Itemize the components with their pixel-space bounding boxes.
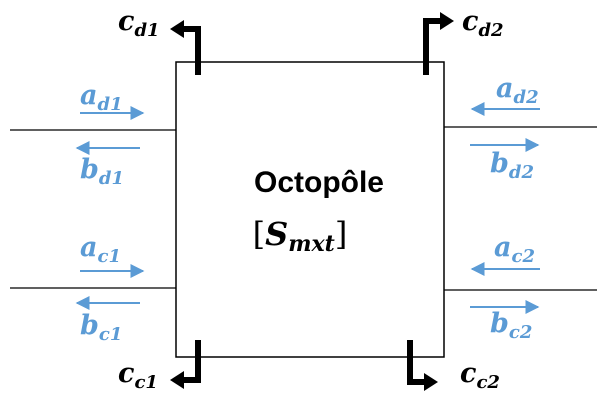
scattering-matrix: [Smxt] — [253, 215, 348, 257]
label-b-d1: bd1 — [80, 154, 124, 189]
label-b-c2: bc2 — [490, 308, 532, 343]
device-title: Octopôle — [254, 166, 384, 199]
label-b-d2: bd2 — [490, 148, 534, 183]
matrix-bracket-open: [ — [253, 215, 265, 253]
device-box — [175, 61, 445, 358]
label-a-d1: ad1 — [80, 80, 123, 115]
label-b-c1: bc1 — [80, 310, 122, 345]
label-a-c1: ac1 — [80, 232, 121, 267]
matrix-bracket-close: ] — [335, 215, 347, 253]
arrow-c-c2 — [407, 340, 438, 391]
label-a-c2: ac2 — [494, 232, 535, 267]
arrow-c-c1 — [170, 340, 201, 389]
arrow-c-d1 — [170, 20, 201, 75]
label-c-c1: cc1 — [118, 358, 158, 393]
matrix-symbol: S — [265, 215, 288, 253]
arrow-c-d2 — [423, 12, 454, 75]
label-c-d2: cd2 — [462, 6, 504, 41]
label-a-d2: ad2 — [496, 73, 539, 108]
matrix-subscript: mxt — [288, 231, 335, 257]
label-c-d1: cd1 — [118, 6, 160, 41]
label-c-c2: cc2 — [460, 358, 500, 393]
